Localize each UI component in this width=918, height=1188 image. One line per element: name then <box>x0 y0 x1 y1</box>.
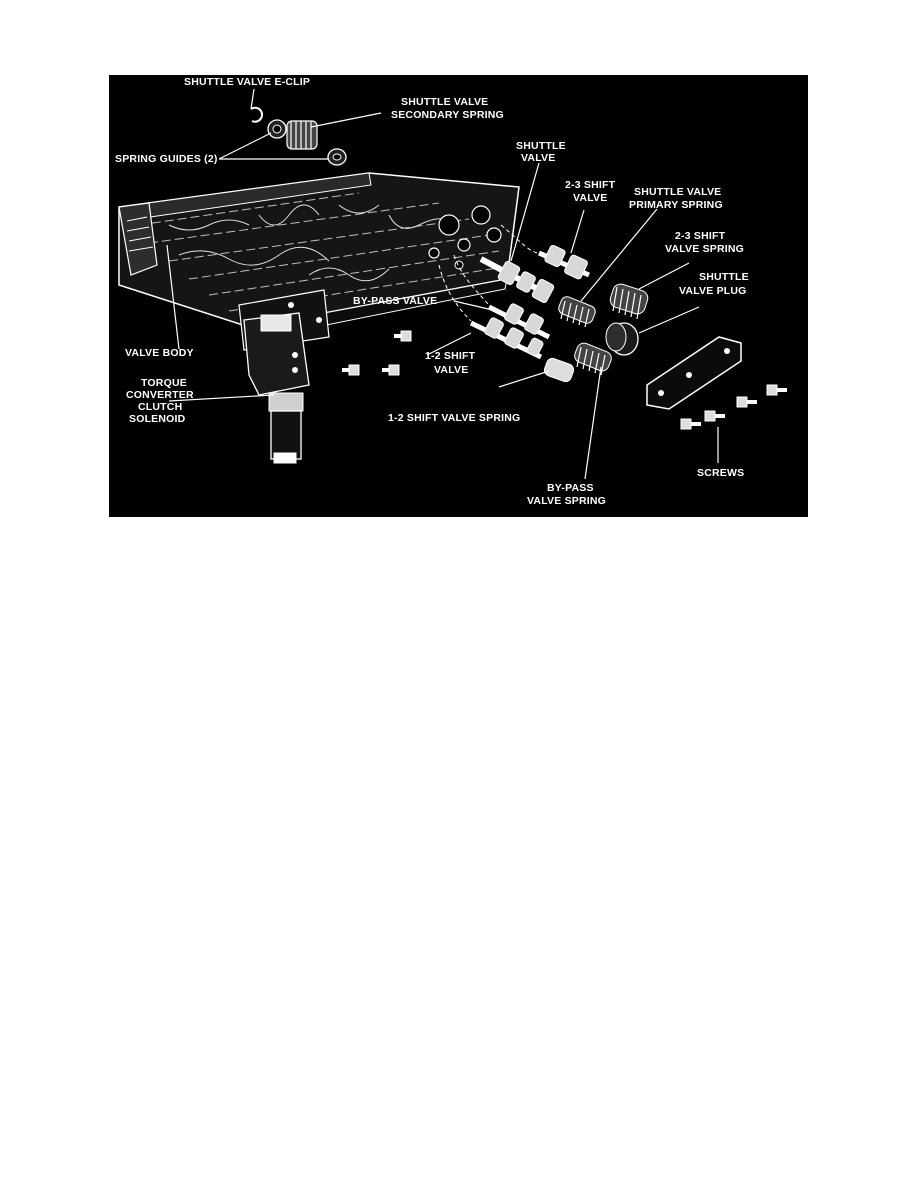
label-screws: SCREWS <box>697 467 744 479</box>
shift-1-2-valve-spring-part <box>543 357 575 383</box>
label-shift-2-3-valve-1: 2-3 SHIFT <box>565 179 616 191</box>
label-shuttle-valve-plug-1: SHUTTLE <box>699 271 749 283</box>
label-by-pass-spring-2: VALVE SPRING <box>527 495 606 507</box>
label-shift-1-2-valve-2: VALVE <box>434 364 468 376</box>
shuttle-valve-part <box>479 256 555 304</box>
shuttle-valve-primary-spring-part <box>558 296 596 328</box>
cover-plate-part <box>646 336 742 410</box>
label-shift-1-2-valve-1: 1-2 SHIFT <box>425 350 476 362</box>
label-primary-spring-1: SHUTTLE VALVE <box>634 186 721 198</box>
label-primary-spring-2: PRIMARY SPRING <box>629 199 723 211</box>
spring-guide-part-2 <box>327 148 347 166</box>
screw-parts <box>680 384 787 430</box>
shift-2-3-valve-part <box>537 244 591 280</box>
spring-guide-part-1 <box>267 119 287 139</box>
label-tcc-solenoid-1: TORQUE <box>141 377 187 389</box>
label-shift-2-3-valve-2: VALVE <box>573 192 607 204</box>
label-shift-2-3-spring-1: 2-3 SHIFT <box>675 230 726 242</box>
label-tcc-solenoid-3: CLUTCH <box>138 401 182 413</box>
label-spring-guides: SPRING GUIDES (2) <box>115 153 218 165</box>
valve-body <box>118 172 520 351</box>
body-screw-parts <box>342 330 412 376</box>
label-secondary-spring-2: SECONDARY SPRING <box>391 109 504 121</box>
label-shuttle-valve-2: VALVE <box>521 152 555 164</box>
e-clip-part <box>250 106 264 123</box>
label-tcc-solenoid-2: CONVERTER <box>126 389 194 401</box>
shift-1-2-valve-part <box>469 317 544 360</box>
label-shift-2-3-spring-2: VALVE SPRING <box>665 243 744 255</box>
diagram-canvas: SHUTTLE VALVE E-CLIP SHUTTLE VALVE SECON… <box>115 76 787 507</box>
shift-2-3-valve-spring-part <box>609 283 649 320</box>
label-shuttle-valve-1: SHUTTLE <box>516 140 566 152</box>
label-tcc-solenoid-4: SOLENOID <box>129 413 186 425</box>
label-shift-1-2-valve-spring: 1-2 SHIFT VALVE SPRING <box>388 412 520 424</box>
valve-body-exploded-diagram: SHUTTLE VALVE E-CLIP SHUTTLE VALVE SECON… <box>109 75 808 517</box>
shuttle-valve-plug-part <box>605 322 639 356</box>
by-pass-valve-spring-part <box>574 342 612 376</box>
label-secondary-spring-1: SHUTTLE VALVE <box>401 96 488 108</box>
label-shuttle-valve-e-clip: SHUTTLE VALVE E-CLIP <box>184 76 310 88</box>
tcc-solenoid <box>243 312 310 464</box>
label-valve-body: VALVE BODY <box>125 347 194 359</box>
label-by-pass-spring-1: BY-PASS <box>547 482 594 494</box>
secondary-spring-part <box>286 120 318 150</box>
by-pass-valve-part <box>487 303 551 340</box>
label-by-pass-valve: BY-PASS VALVE <box>353 295 437 307</box>
label-shuttle-valve-plug-2: VALVE PLUG <box>679 285 747 297</box>
